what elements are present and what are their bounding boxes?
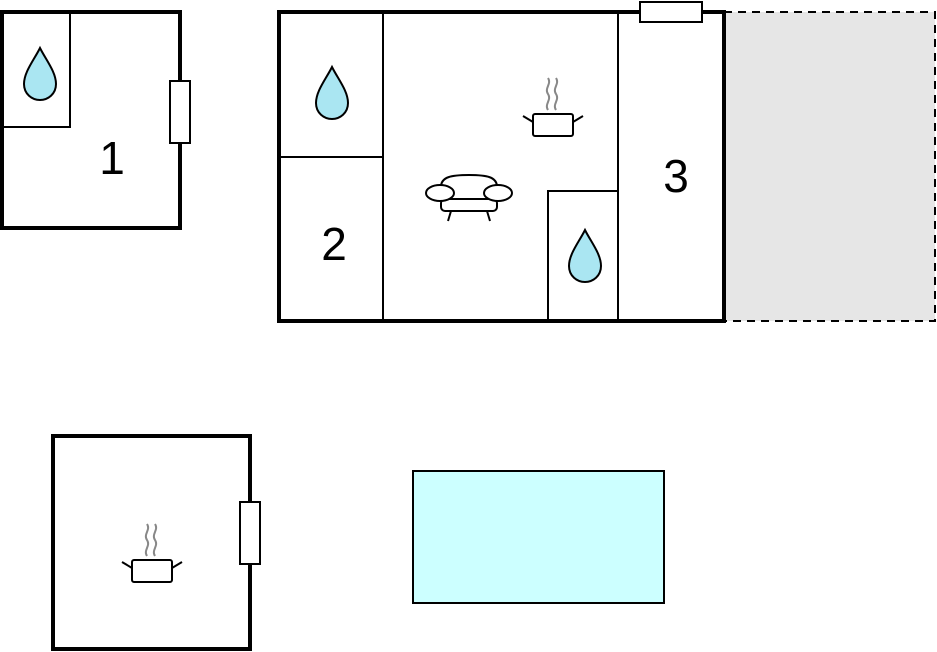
water-drop-icon (23, 47, 57, 101)
building-4 (51, 434, 261, 651)
cooking-pot-icon (522, 77, 584, 137)
main-building: 2 3 (277, 1, 726, 323)
terrace (723, 11, 936, 322)
cooking-pot-icon (121, 523, 183, 583)
door (239, 501, 261, 565)
water-drop-icon (315, 66, 349, 120)
swimming-pool (412, 470, 665, 604)
room-label-1: 1 (99, 132, 125, 184)
room-label-3: 3 (663, 150, 689, 202)
door (169, 80, 191, 144)
water-drop-icon (568, 229, 602, 283)
building-1: 1 (0, 10, 191, 230)
room-label-2: 2 (321, 218, 347, 270)
door (639, 1, 703, 23)
sofa-icon (425, 173, 513, 222)
